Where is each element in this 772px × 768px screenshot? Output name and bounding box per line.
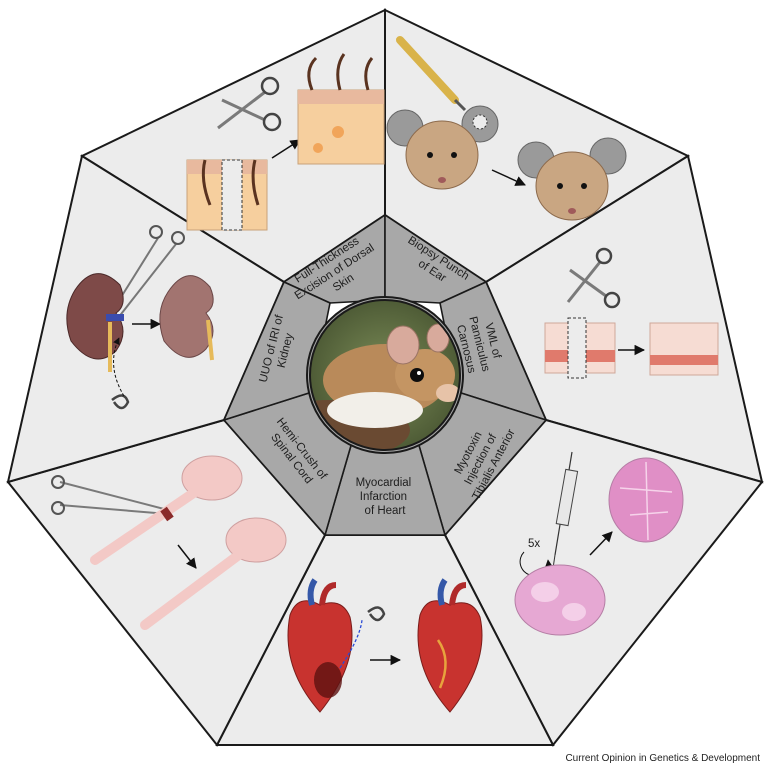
muscle-cross-section-injured [514,564,606,636]
tibialis-myotoxin-illustration: 5x [514,451,684,636]
heart-mi-illustration [287,578,483,713]
heart-icon-injured [287,578,353,713]
tissue-healed [649,322,719,376]
mouse-face-after [517,137,627,221]
arrow-spinal [177,544,197,569]
biopsy-punch-icon [396,36,467,112]
ring-kidney [222,280,331,422]
skin-excision-illustration [186,53,385,231]
inner-ring [222,213,548,537]
scissors-icon [566,247,621,309]
muscle-cross-section-regenerated [608,457,684,543]
kidney-illustration [66,225,214,410]
arrow-skin [271,139,301,159]
arrow-tibialis [589,531,613,556]
scissors-icon [217,76,282,132]
ear-punch-illustration [386,36,627,221]
forceps-icon [51,475,169,515]
muscle-vml-illustration [544,247,719,379]
suture-knot-icon [111,337,130,410]
heart-icon-recovered [417,578,483,713]
center-mouse-photo [306,296,464,454]
spinal-cord-illustration [51,455,287,630]
injection-count: 5x [528,538,540,550]
kidney-recovered [159,275,214,358]
arrow-ear [491,169,526,186]
figure-credit: Current Opinion in Genetics & Developmen… [565,753,760,764]
suture-icon [339,606,386,669]
mouse-face-before [386,105,499,190]
label-heart: Myocardial Infarction of Heart [356,477,415,517]
